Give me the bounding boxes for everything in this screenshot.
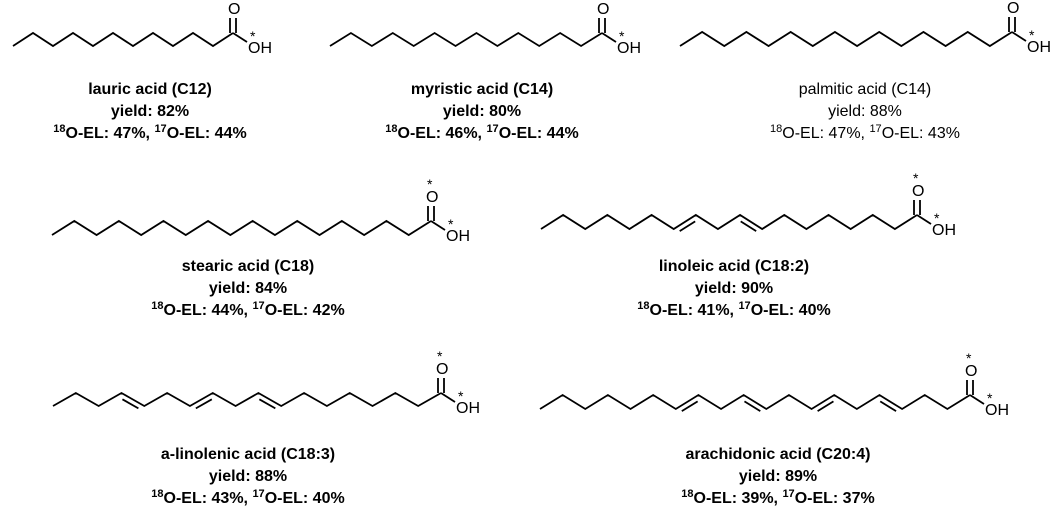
a-linolenic-label-star: *	[458, 388, 464, 404]
linoleic-hydroxyl: OH	[932, 222, 956, 239]
isotope-enrichment: 18O-EL: 47%, 17O-EL: 44%	[53, 123, 247, 143]
compound-yield: yield: 88%	[208, 468, 288, 485]
caption-stearic-acid: stearic acid (C18) yield: 84% 18O-EL: 44…	[98, 256, 398, 322]
caption-arachidonic-acid: arachidonic acid (C20:4) yield: 89% 18O-…	[628, 444, 928, 510]
lauric-carbon-chain	[12, 31, 234, 48]
arachidonic-double-bond	[817, 400, 834, 412]
a-linolenic-carbon-chain	[52, 391, 442, 408]
isotope-enrichment: 18O-EL: 41%, 17O-EL: 40%	[637, 300, 831, 320]
a-linolenic-carbonyl-oxygen: O	[436, 361, 448, 378]
compound-name: arachidonic acid (C20:4)	[685, 446, 871, 463]
stearic-hydroxyl: OH	[446, 228, 470, 245]
a-linolenic-hydroxyl: OH	[456, 400, 480, 417]
stearic-hydroxyl-bond	[430, 220, 446, 231]
isotope-enrichment: 18O-EL: 39%, 17O-EL: 37%	[681, 488, 875, 508]
a-linolenic-double-bond	[258, 398, 276, 410]
arachidonic-double-bond	[681, 400, 699, 412]
myristic-hydroxyl-bond	[601, 32, 617, 43]
compound-yield: yield: 88%	[828, 103, 902, 120]
palmitic-hydroxyl-bond	[1011, 31, 1027, 42]
a-linolenic-label-star: *	[437, 348, 443, 364]
linoleic-double-bond	[740, 220, 757, 232]
myristic-hydroxyl: OH	[617, 40, 641, 57]
linoleic-label-star: *	[913, 170, 919, 186]
compound-name: palmitic acid (C14)	[798, 81, 932, 98]
linoleic-label-star: *	[934, 210, 940, 226]
lauric-hydroxyl-bond	[232, 32, 248, 43]
isotope-enrichment: 18O-EL: 43%, 17O-EL: 40%	[151, 488, 345, 508]
compound-name: linoleic acid (C18:2)	[658, 258, 810, 275]
stearic-label-star: *	[427, 176, 433, 192]
a-linolenic-double-bond	[121, 398, 139, 410]
palmitic-label-star: *	[1029, 27, 1035, 43]
stearic-label-star: *	[448, 216, 454, 232]
myristic-label-star: *	[598, 0, 604, 4]
compound-name: myristic acid (C14)	[410, 81, 554, 98]
compound-yield: yield: 84%	[208, 280, 288, 297]
arachidonic-hydroxyl: OH	[985, 402, 1009, 419]
arachidonic-hydroxyl-bond	[969, 394, 985, 405]
lauric-label-star: *	[250, 28, 256, 44]
myristic-carbon-chain	[329, 31, 603, 48]
stearic-carbon-chain	[51, 219, 432, 237]
isotope-enrichment: 18O-EL: 44%, 17O-EL: 42%	[151, 300, 345, 320]
isotope-enrichment: 18O-EL: 46%, 17O-EL: 44%	[385, 123, 579, 143]
arachidonic-carbonyl-oxygen: O	[965, 363, 977, 380]
a-linolenic-double-bond	[195, 398, 213, 410]
palmitic-hydroxyl: OH	[1027, 39, 1051, 56]
caption-lauric-acid: lauric acid (C12) yield: 82% 18O-EL: 47%…	[0, 79, 300, 145]
myristic-label-star: *	[619, 28, 625, 44]
stearic-carbonyl-oxygen: O	[426, 189, 438, 206]
caption-myristic-acid: myristic acid (C14) yield: 80% 18O-EL: 4…	[332, 79, 632, 145]
compound-name: a-linolenic acid (C18:3)	[160, 446, 336, 463]
isotope-enrichment: 18O-EL: 47%, 17O-EL: 43%	[770, 123, 960, 143]
myristic-carbonyl-oxygen: O	[597, 1, 609, 18]
palmitic-carbon-chain	[679, 30, 1013, 48]
arachidonic-label-star: *	[966, 350, 972, 366]
lauric-carbonyl-oxygen: O	[228, 1, 240, 18]
arachidonic-double-bond	[743, 400, 761, 412]
palmitic-label-star: *	[1008, 0, 1014, 3]
caption-linoleic-acid: linoleic acid (C18:2) yield: 90% 18O-EL:…	[584, 256, 884, 322]
arachidonic-double-bond	[879, 400, 897, 412]
caption-a-linolenic-acid: a-linolenic acid (C18:3) yield: 88% 18O-…	[98, 444, 398, 510]
lauric-hydroxyl: OH	[248, 40, 272, 57]
compound-yield: yield: 80%	[442, 103, 522, 120]
linoleic-double-bond	[679, 220, 696, 232]
palmitic-carbonyl-oxygen: O	[1007, 0, 1019, 17]
caption-palmitic-acid: palmitic acid (C14) yield: 88% 18O-EL: 4…	[715, 79, 1015, 145]
arachidonic-carbon-chain	[539, 393, 971, 411]
compound-name: lauric acid (C12)	[88, 81, 212, 98]
compound-yield: yield: 90%	[694, 280, 774, 297]
compound-yield: yield: 89%	[738, 468, 818, 485]
compound-yield: yield: 82%	[110, 103, 190, 120]
arachidonic-label-star: *	[987, 390, 993, 406]
compound-name: stearic acid (C18)	[181, 258, 315, 275]
a-linolenic-hydroxyl-bond	[440, 392, 456, 403]
linoleic-carbonyl-oxygen: O	[912, 183, 924, 200]
linoleic-hydroxyl-bond	[916, 214, 932, 225]
linoleic-carbon-chain	[540, 213, 918, 231]
lauric-label-star: *	[229, 0, 235, 4]
